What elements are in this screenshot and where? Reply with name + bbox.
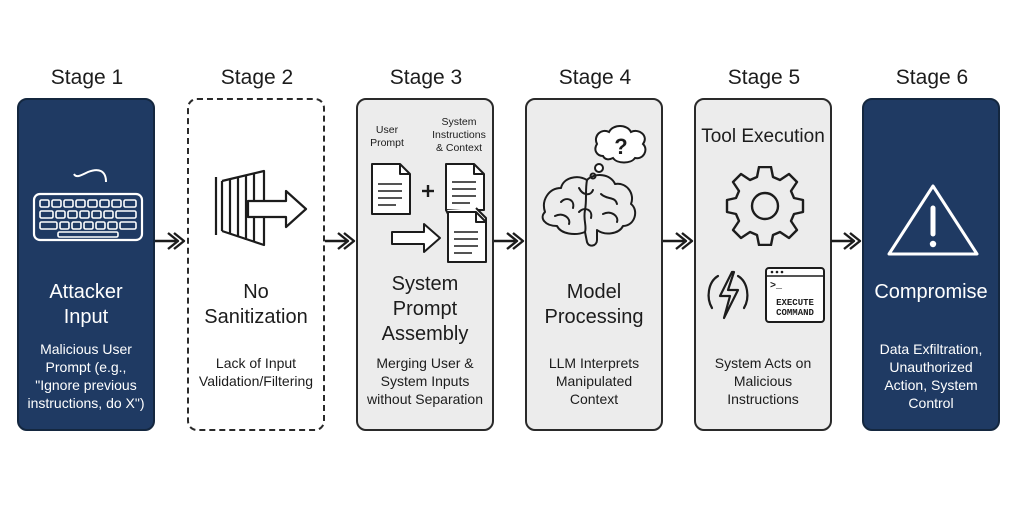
stage-5-title: Tool Execution [701, 126, 825, 147]
warning-icon [887, 184, 979, 256]
stage-6-description: Data Exfiltration, Unauthorized Action, … [879, 341, 983, 411]
stage-1-label: Stage 1 [50, 66, 124, 89]
user-prompt-label: User Prompt [370, 124, 404, 149]
stage-6-title: Compromise [874, 281, 988, 303]
stage-4-title: Model Processing [544, 281, 644, 328]
connector-arrow-3-4 [494, 232, 525, 250]
stage-2-card: No Sanitization Lack of Input Validation… [187, 98, 325, 431]
stage-6-card: Compromise Data Exfiltration, Unauthoriz… [862, 98, 1000, 431]
open-gate-arrow-icon [214, 169, 308, 247]
system-instructions-label: System Instructions & Context [432, 116, 486, 154]
stage-3-description: Merging User & System Inputs without Sep… [367, 355, 483, 407]
svg-text:?: ? [614, 134, 627, 159]
stage-1-card: Attacker Input Malicious User Prompt (e.… [17, 98, 155, 431]
stage-5-description: System Acts on Malicious Instructions [714, 355, 812, 407]
documents-merge-icon [371, 163, 487, 263]
stage-2-description: Lack of Input Validation/Filtering [198, 355, 314, 389]
stage-2-label: Stage 2 [220, 66, 294, 89]
terminal-prompt: >_ [770, 281, 783, 292]
connector-arrow-2-3 [325, 232, 356, 250]
stage-1-title: Attacker Input [49, 281, 123, 328]
stage-4-card: ? Model Processing LLM Interprets Manipu… [525, 98, 663, 431]
stage-1-description: Malicious User Prompt (e.g., "Ignore pre… [27, 341, 145, 411]
stage-6-label: Stage 6 [895, 66, 969, 89]
terminal-icon [765, 267, 825, 323]
stage-2-title: No Sanitization [204, 281, 308, 328]
brain-question-icon: ? [541, 125, 647, 247]
stage-5-label: Stage 5 [727, 66, 801, 89]
stage-4-label: Stage 4 [558, 66, 632, 89]
stage-5-card: Tool Execution >_ EXECUTE COMMAND System… [694, 98, 832, 431]
connector-arrow-4-5 [663, 232, 694, 250]
stage-3-label: Stage 3 [389, 66, 463, 89]
stage-3-title: System Prompt Assembly [381, 273, 469, 345]
keyboard-icon [32, 169, 144, 242]
stage-4-description: LLM Interprets Manipulated Context [548, 355, 640, 407]
connector-arrow-1-2 [155, 232, 186, 250]
terminal-command-text: EXECUTE COMMAND [776, 298, 814, 318]
gear-icon [725, 166, 805, 246]
connector-arrow-5-6 [831, 232, 862, 250]
stage-3-card: User Prompt System Instructions & Contex… [356, 98, 494, 431]
lightning-icon [707, 270, 749, 320]
